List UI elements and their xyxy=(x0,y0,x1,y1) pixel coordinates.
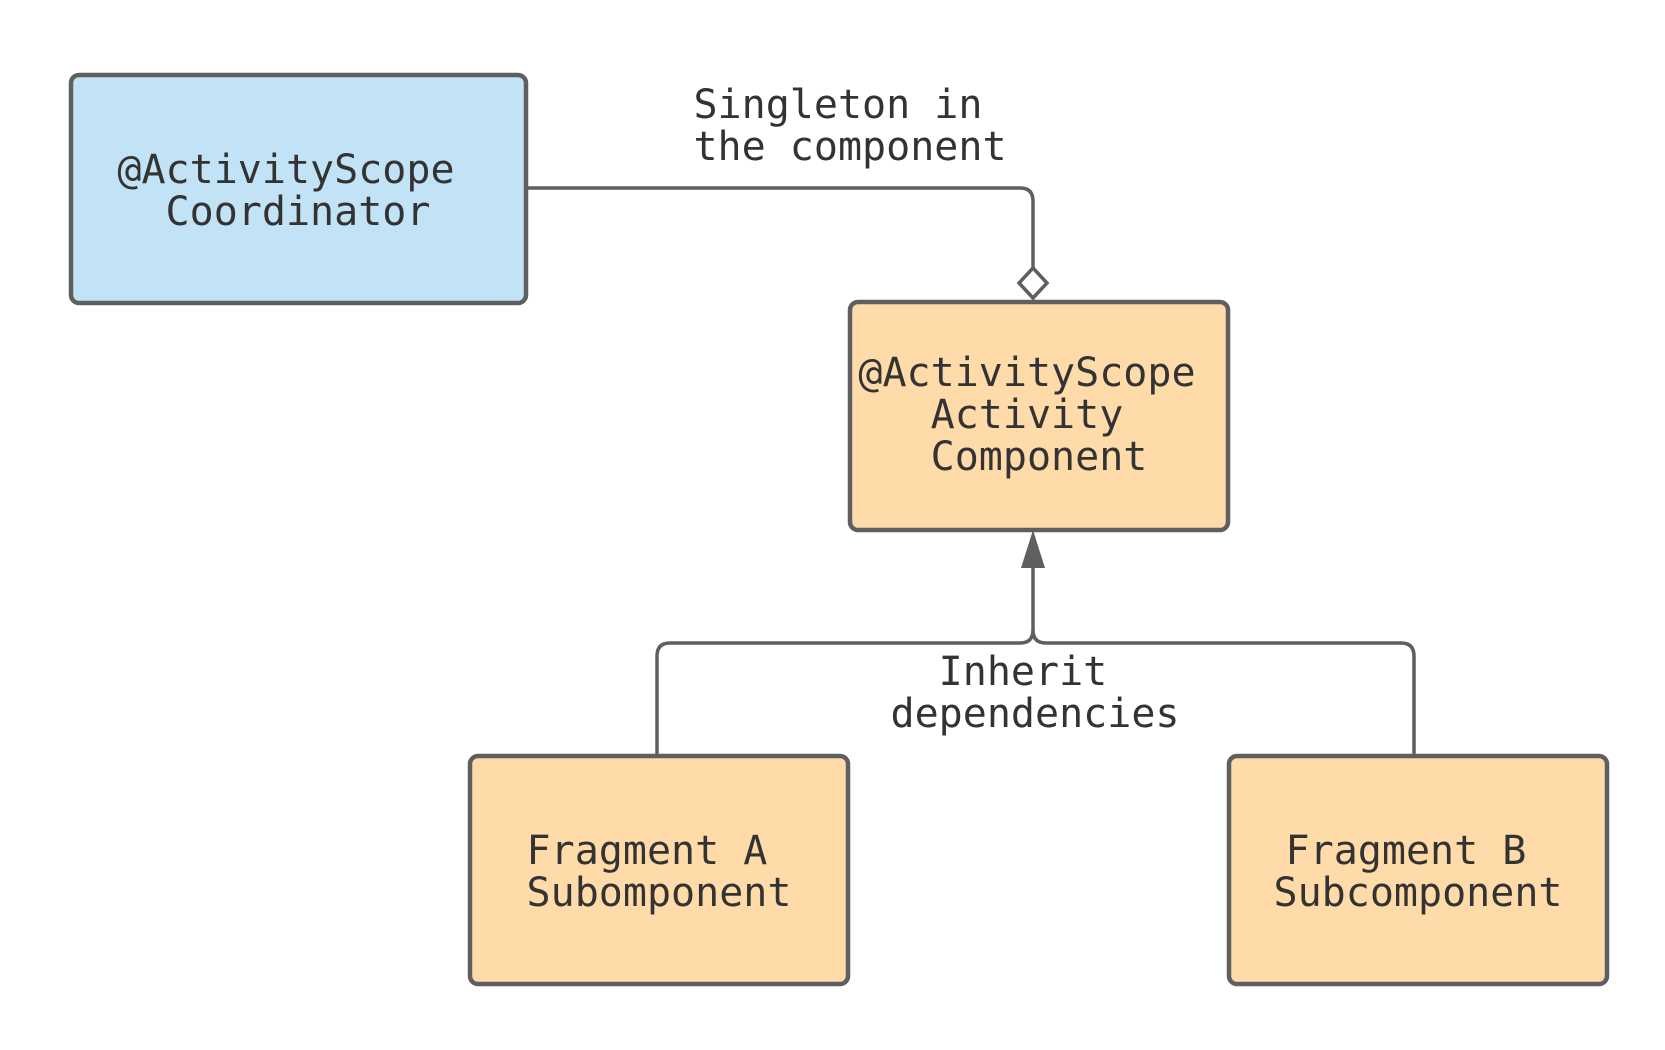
inherit-label: Inherit dependencies xyxy=(891,649,1180,737)
fragment-b-label-line-1: Fragment B xyxy=(1286,828,1527,874)
coordinator-node: @ActivityScope Coordinator xyxy=(68,72,529,306)
coordinator-label-line-2: Coordinator xyxy=(166,189,431,235)
activity-component-box xyxy=(847,299,1231,533)
fragment-a-node: Fragment A Subomponent xyxy=(467,753,851,987)
fragment-a-label: Fragment A Subomponent xyxy=(527,828,792,916)
singleton-connector-line xyxy=(525,186,1035,268)
inherit-label-line-1: Inherit xyxy=(939,649,1108,695)
activity-component-node: @ActivityScope Activity Component xyxy=(847,299,1231,533)
inherit-connector-right xyxy=(1031,629,1416,755)
fragment-b-node: Fragment B Subcomponent xyxy=(1226,753,1610,987)
inheritance-arrow-icon xyxy=(1021,530,1045,568)
activity-component-label-line-3: Component xyxy=(931,434,1148,480)
activity-component-label-line-1: @ActivityScope xyxy=(858,350,1195,396)
inherit-connector xyxy=(655,530,1416,755)
inherit-label-line-2: dependencies xyxy=(891,691,1180,737)
singleton-connector xyxy=(525,186,1050,301)
fragment-a-label-line-2: Subomponent xyxy=(527,870,792,916)
coordinator-label-line-1: @ActivityScope xyxy=(117,147,454,193)
coordinator-label: @ActivityScope Coordinator xyxy=(117,147,478,235)
singleton-label-line-2: the component xyxy=(693,124,1006,170)
activity-component-label-line-2: Activity xyxy=(931,392,1124,438)
singleton-label-line-1: Singleton in xyxy=(693,82,982,128)
fragment-b-label: Fragment B Subcomponent xyxy=(1274,828,1563,916)
aggregation-diamond-icon xyxy=(1016,265,1050,301)
coordinator-box xyxy=(68,72,529,306)
activity-component-label: @ActivityScope Activity Component xyxy=(858,350,1219,480)
fragment-b-box xyxy=(1226,753,1610,987)
inherit-connector-left xyxy=(655,629,1035,755)
fragment-a-box xyxy=(467,753,851,987)
fragment-b-label-line-2: Subcomponent xyxy=(1274,870,1563,916)
singleton-label: Singleton in the component xyxy=(693,82,1006,170)
fragment-a-label-line-1: Fragment A xyxy=(527,828,768,874)
